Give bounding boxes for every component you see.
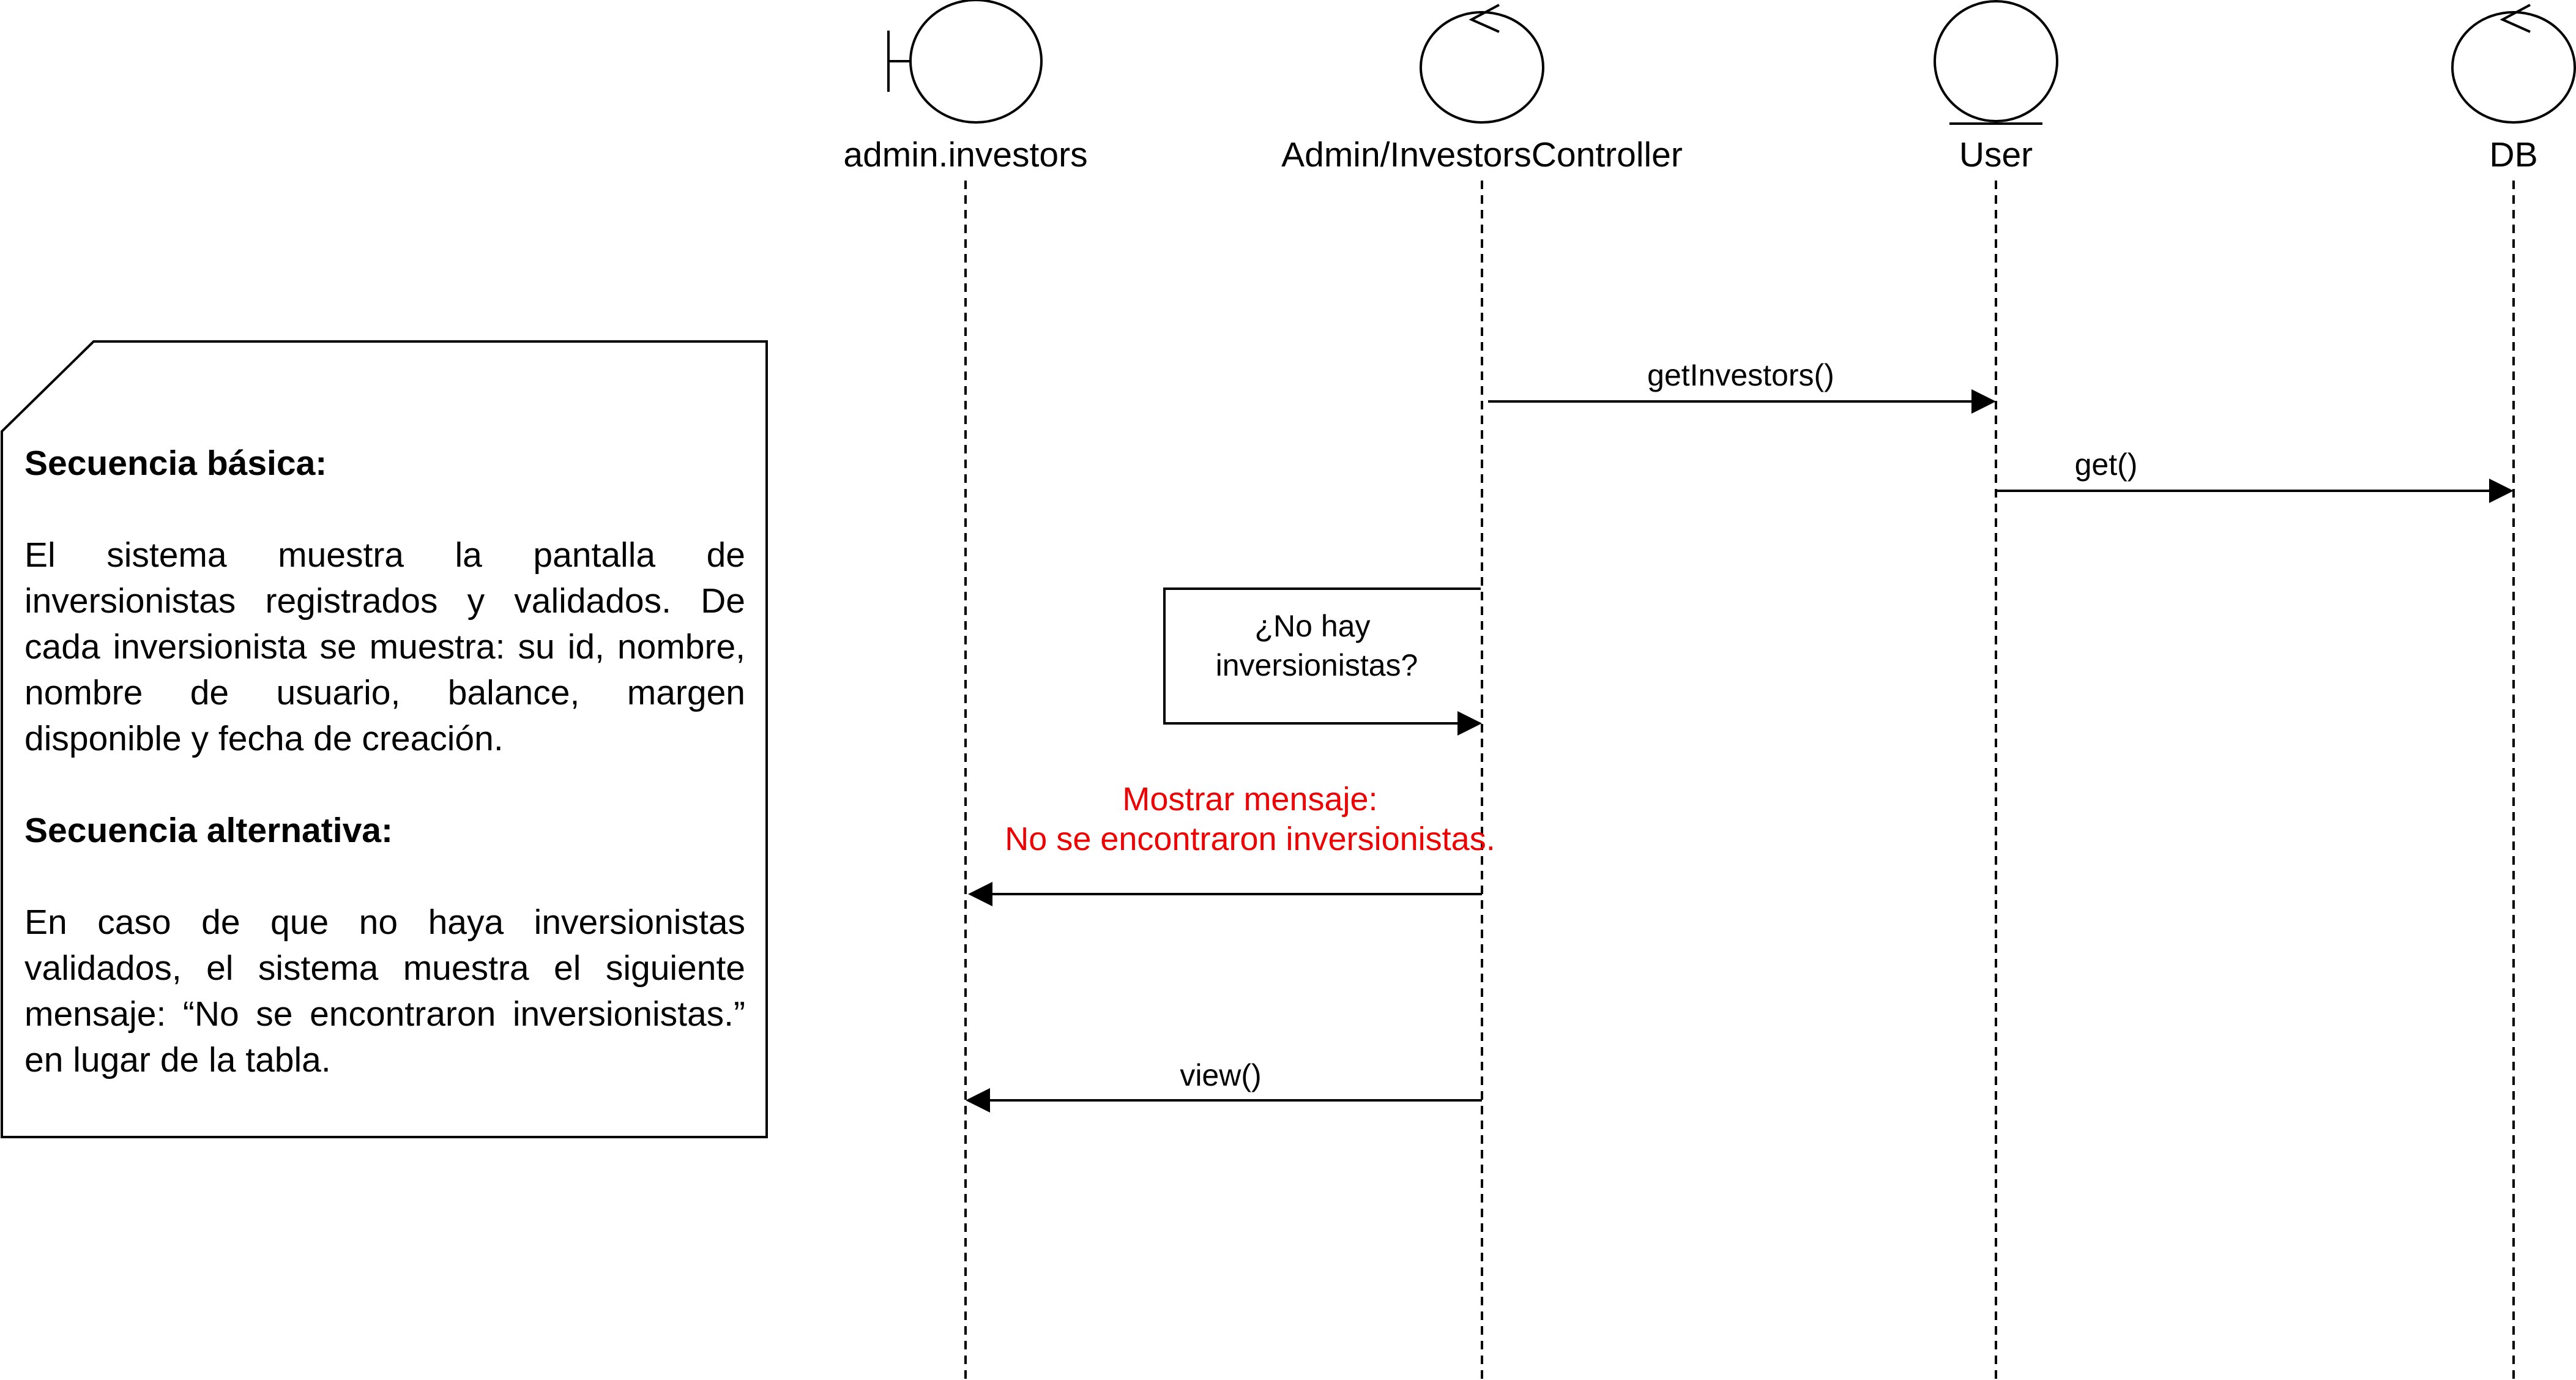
message-show-not-found: Mostrar mensaje: No se encontraron inver… bbox=[968, 781, 1495, 906]
message-label-line-2: No se encontraron inversionistas. bbox=[1005, 821, 1495, 857]
message-label: getInvestors() bbox=[1647, 358, 1834, 392]
note-alt-text: En caso de que no haya inversionistas va… bbox=[24, 903, 745, 1080]
lifeline-label: DB bbox=[2489, 135, 2537, 174]
lifeline-user: User bbox=[1934, 0, 2058, 1380]
message-label-line-1: ¿No hay bbox=[1255, 609, 1371, 643]
note-basic-heading: Secuencia básica: bbox=[24, 444, 327, 483]
lifeline-admin-investors: admin.investors bbox=[843, 0, 1088, 1380]
boundary-icon bbox=[887, 0, 1043, 124]
message-label-line-1: Mostrar mensaje: bbox=[1122, 781, 1377, 818]
message-label: get() bbox=[2075, 447, 2138, 482]
message-view: view() bbox=[966, 1058, 1482, 1113]
note-alt-heading: Secuencia alternativa: bbox=[24, 811, 393, 850]
lifeline-admin-investors-controller: Admin/InvestorsController bbox=[1281, 4, 1683, 1380]
entity-icon bbox=[1934, 0, 2058, 125]
lifeline-label: Admin/InvestorsController bbox=[1281, 135, 1683, 174]
self-message-check: ¿No hay inversionistas? bbox=[1163, 587, 1482, 736]
message-get-investors: getInvestors() bbox=[1488, 358, 1996, 414]
message-arrow bbox=[1163, 587, 1482, 736]
note-basic-text: El sistema muestra la pantalla de invers… bbox=[24, 535, 745, 758]
message-label-line-2: inversionistas? bbox=[1216, 648, 1418, 682]
message-label: view() bbox=[1180, 1058, 1261, 1092]
control-icon bbox=[1420, 4, 1544, 124]
message-get: get() bbox=[1996, 447, 2514, 503]
lifeline-label: User bbox=[1959, 135, 2033, 174]
lifeline-label: admin.investors bbox=[843, 135, 1087, 174]
note-shape bbox=[0, 340, 768, 1138]
lifeline-db: DB bbox=[2451, 4, 2576, 1380]
control-icon bbox=[2451, 4, 2576, 124]
note: Secuencia básica: El sistema muestra la … bbox=[24, 441, 745, 1083]
